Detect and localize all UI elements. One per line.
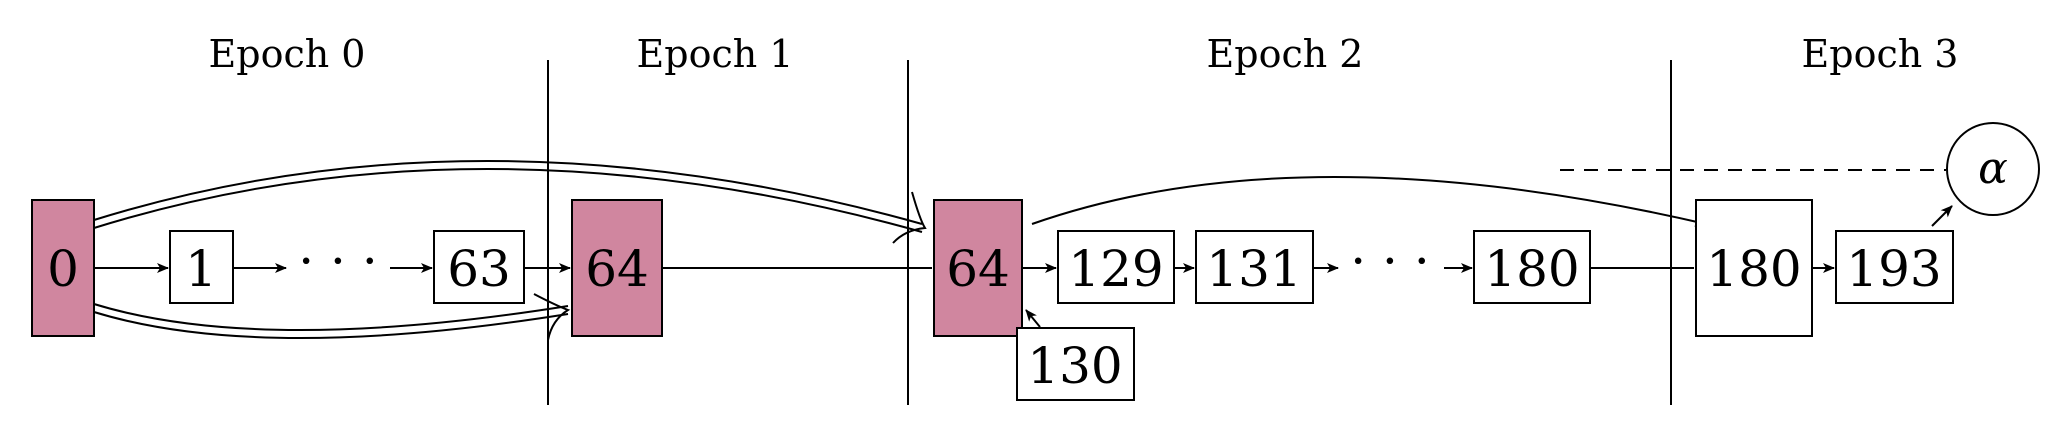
epoch-label-0: Epoch 0 (209, 32, 366, 76)
alpha-node: α (1946, 122, 2040, 216)
double-arc-top-inner (93, 168, 923, 233)
svg-text:129: 129 (1068, 240, 1163, 298)
arc-64-to-180 (1031, 176, 1707, 227)
node-193: 193 (1835, 230, 1954, 304)
svg-text:64: 64 (585, 240, 649, 298)
node-64-epoch-2: 64 (933, 199, 1023, 337)
edge-193-alpha (1931, 205, 1953, 227)
node-129: 129 (1057, 230, 1175, 304)
node-180-epoch-2: 180 (1473, 230, 1591, 304)
svg-text:131: 131 (1206, 240, 1301, 298)
node-63: 63 (433, 230, 525, 304)
svg-text:193: 193 (1846, 240, 1941, 298)
svg-text:130: 130 (1027, 337, 1122, 395)
edge-130-64 (1025, 309, 1041, 328)
node-0: 0 (31, 199, 95, 337)
epoch-label-2: Epoch 2 (1207, 32, 1364, 76)
svg-text:180: 180 (1706, 240, 1801, 298)
epoch-label-3: Epoch 3 (1802, 32, 1959, 76)
alpha-symbol: α (1978, 143, 2008, 194)
node-131: 131 (1195, 230, 1314, 304)
node-64-epoch-1: 64 (571, 199, 663, 337)
ellipsis-epoch-2: · · · (1350, 232, 1429, 290)
double-arc-bottom-outer (93, 303, 569, 331)
svg-text:0: 0 (47, 240, 79, 298)
node-130: 130 (1016, 327, 1135, 401)
double-arc-bottom-inner (93, 311, 569, 339)
ellipsis-epoch-0: · · · (298, 232, 377, 290)
svg-text:180: 180 (1484, 240, 1579, 298)
svg-text:63: 63 (447, 240, 511, 298)
node-1: 1 (169, 230, 234, 304)
double-arc-bottom-head (533, 293, 571, 341)
node-180-epoch-3: 180 (1695, 199, 1813, 337)
double-arc-top-head (892, 191, 927, 244)
svg-text:64: 64 (946, 240, 1010, 298)
double-arc-top-outer (93, 160, 923, 225)
epoch-label-1: Epoch 1 (637, 32, 794, 76)
svg-text:1: 1 (185, 240, 217, 298)
